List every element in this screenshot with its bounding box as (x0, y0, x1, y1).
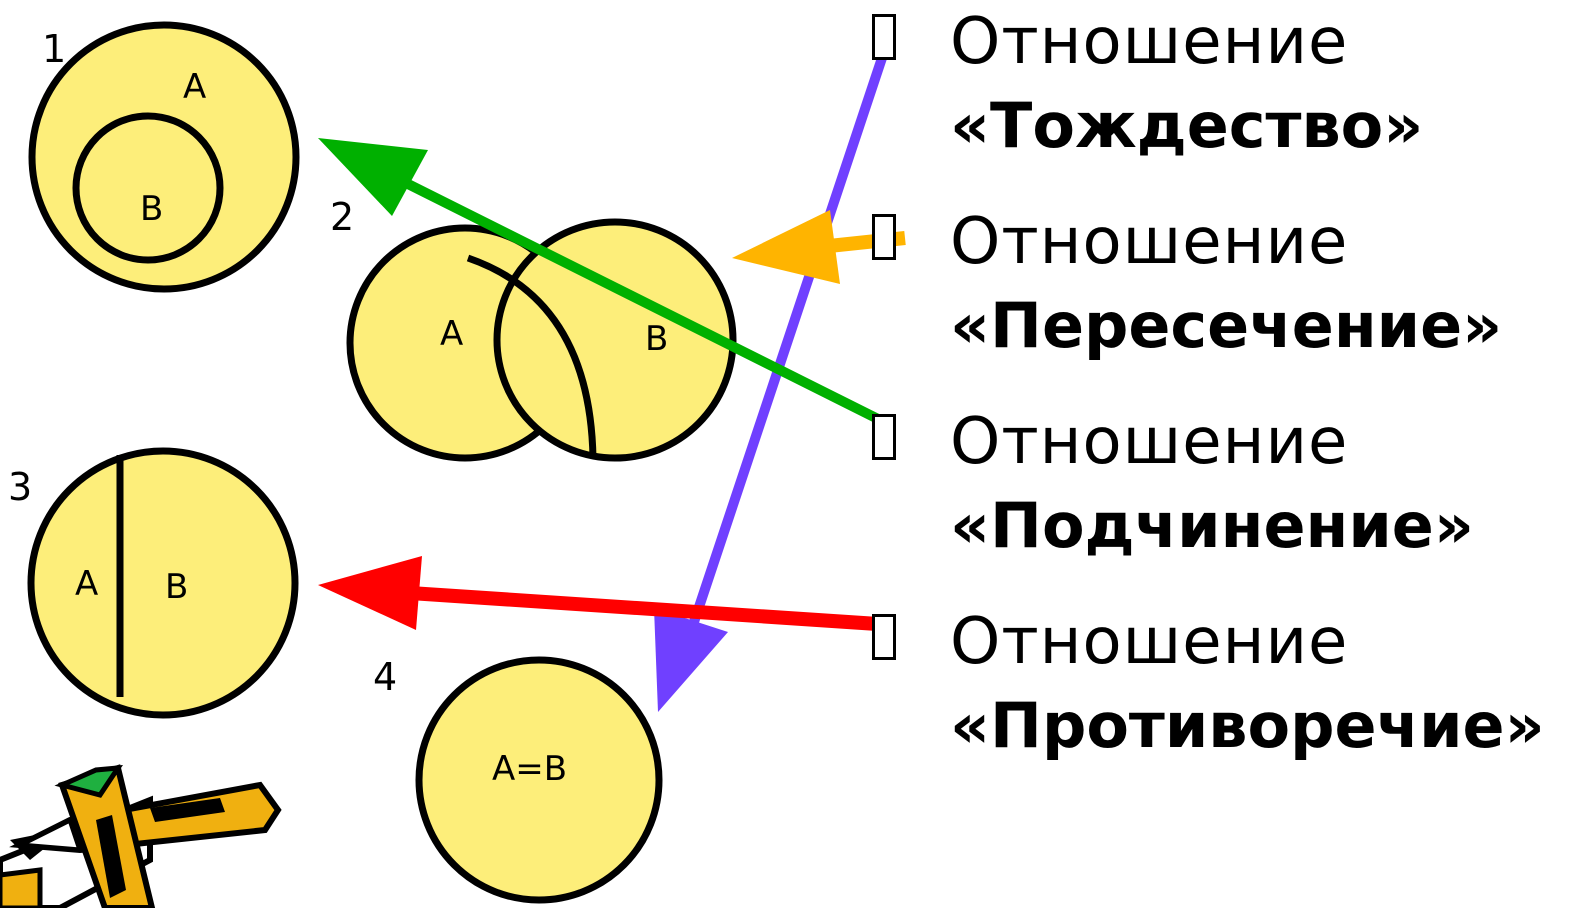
diagram-3-number: 3 (8, 465, 32, 509)
bullet-icon (872, 414, 896, 460)
relation-item: Отношение «Тождество» (872, 0, 1572, 200)
diagram-3-contradiction: 3 A B (8, 447, 299, 719)
diagram-2-intersection: 2 A B (330, 195, 737, 462)
bullet-icon (872, 614, 896, 660)
diagram-1-subordination: 1 A B (28, 21, 300, 293)
bullet-icon (872, 214, 896, 260)
arrow-subordination (318, 138, 893, 430)
diagram-4-label: A=B (492, 749, 567, 789)
diagram-1-number: 1 (42, 27, 66, 71)
circle-identity (415, 656, 663, 904)
diagram-2-label-a: A (440, 314, 463, 354)
diagram-2-number: 2 (330, 195, 354, 239)
relation-name: «Противоречие» (950, 689, 1545, 762)
diagram-2-label-b: B (645, 319, 668, 359)
relation-item: Отношение «Подчинение» (872, 400, 1572, 600)
relation-word: Отношение (950, 605, 1349, 679)
relation-name: «Пересечение» (950, 289, 1503, 362)
arrow-contradiction (318, 556, 894, 632)
relation-name: «Тождество» (950, 89, 1424, 162)
diagram-4-identity: 4 A=B (373, 655, 663, 904)
relation-item: Отношение «Противоречие» (872, 600, 1572, 800)
relation-word: Отношение (950, 5, 1349, 79)
circle-b-inner (72, 112, 224, 264)
arrow-identity (654, 38, 893, 712)
diagram-4-number: 4 (373, 655, 397, 699)
diagram-1-label-a: A (183, 67, 206, 107)
diagram-3-label-a: A (75, 564, 98, 604)
bullet-icon (872, 14, 896, 60)
circle-split (27, 447, 299, 719)
relation-word: Отношение (950, 205, 1349, 279)
relations-list: Отношение «Тождество» Отношение «Пересеч… (872, 0, 1572, 800)
relation-item: Отношение «Пересечение» (872, 200, 1572, 400)
pencils-icon (0, 764, 282, 908)
circle-b-right (493, 218, 737, 462)
diagram-1-label-b: B (140, 189, 163, 229)
relation-word: Отношение (950, 405, 1349, 479)
diagram-3-label-b: B (165, 567, 188, 607)
circle-a-overlap-arc (466, 254, 597, 459)
relation-name: «Подчинение» (950, 489, 1474, 562)
